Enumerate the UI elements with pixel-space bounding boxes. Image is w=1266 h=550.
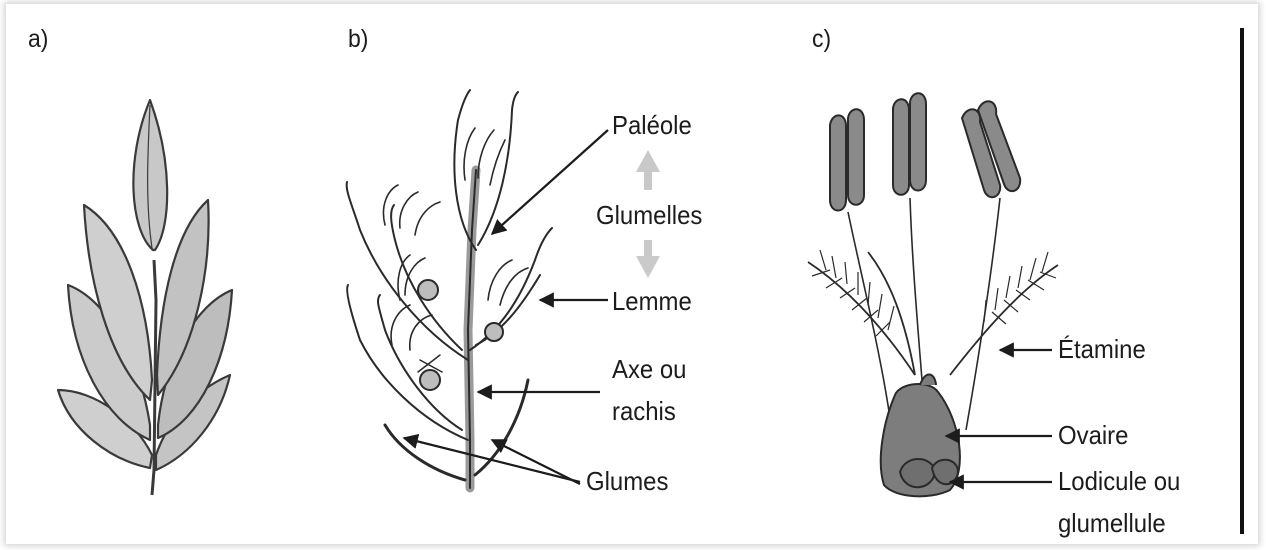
- panel-b-letter: b): [348, 24, 368, 54]
- label-glumes: Glumes: [586, 466, 668, 496]
- label-etamine: Étamine: [1058, 334, 1146, 364]
- label-lodicule-line2: glumellule: [1058, 508, 1166, 538]
- panel-c-leader-lines: [946, 350, 1052, 482]
- label-paleole: Paléole: [612, 110, 692, 140]
- label-lodicule-line1: Lodicule ou: [1058, 466, 1180, 496]
- spikelet-a-illustration: [58, 100, 232, 495]
- label-glumelles: Glumelles: [596, 200, 702, 230]
- panel-c-letter: c): [812, 24, 831, 54]
- label-axe-line2: rachis: [612, 396, 676, 426]
- label-ovaire: Ovaire: [1058, 420, 1128, 450]
- label-lemme: Lemme: [612, 286, 692, 316]
- label-axe-line1: Axe ou: [612, 354, 686, 384]
- panel-b-leader-lines: [404, 130, 608, 484]
- panel-a-letter: a): [28, 24, 48, 54]
- spikelet-b-illustration: [347, 90, 552, 488]
